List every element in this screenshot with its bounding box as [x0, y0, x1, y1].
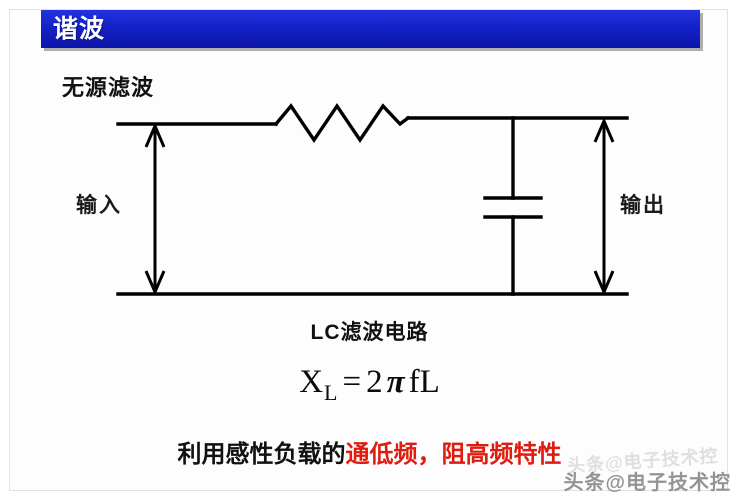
- formula-pi-symbol: π: [386, 364, 405, 400]
- slide-title: 谐波: [53, 15, 106, 43]
- formula-lhs-symbol: X: [299, 364, 324, 400]
- formula-coefficient: 2: [366, 364, 383, 400]
- formula-equals: =: [342, 364, 362, 400]
- formula-lhs-subscript: L: [324, 379, 338, 405]
- input-label: 输入: [76, 194, 122, 217]
- output-label: 输出: [620, 194, 666, 217]
- bottom-statement-black: 利用感性负载的: [177, 441, 346, 468]
- bottom-statement-red: 通低频，阻高频特性: [345, 441, 562, 468]
- formula-frequency: f: [408, 364, 420, 400]
- bottom-statement: 利用感性负载的通低频，阻高频特性: [0, 434, 739, 469]
- watermark: 头条@电子技术控: [563, 472, 731, 494]
- section-subheading: 无源滤波: [62, 75, 155, 100]
- slide-frame: [9, 9, 728, 491]
- slide-title-bar: 谐波: [41, 10, 700, 48]
- circuit-caption: LC滤波电路: [310, 321, 429, 344]
- formula-inductance: L: [419, 364, 440, 400]
